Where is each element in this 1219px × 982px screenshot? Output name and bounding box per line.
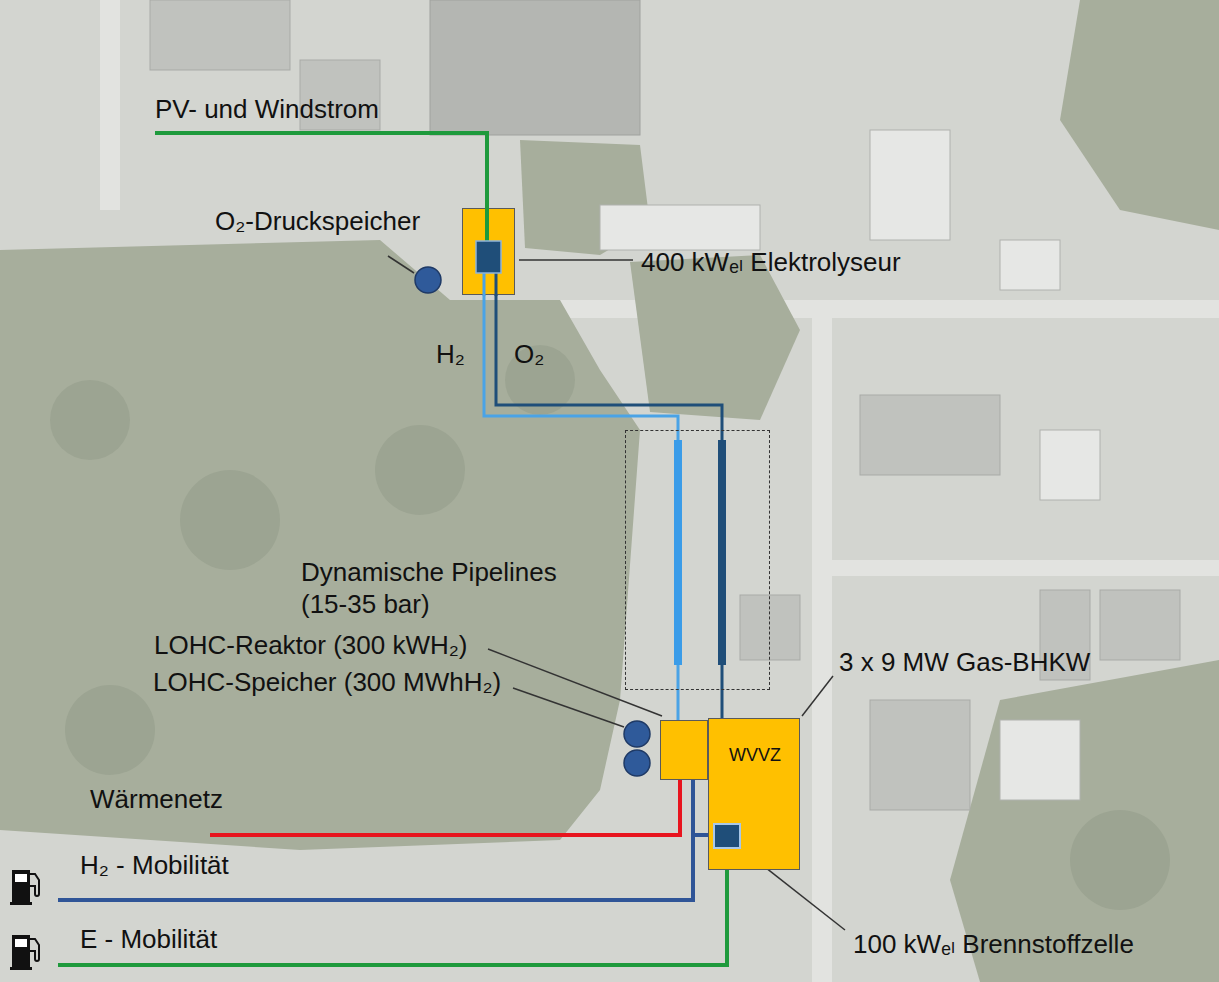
tank-outline <box>413 265 443 295</box>
callout-label: 100 kWₑₗ Brennstoffzelle <box>853 929 1134 961</box>
text-holder: H₂ <box>436 339 465 371</box>
text-holder: O₂-Druckspeicher <box>215 206 420 238</box>
tank-circle <box>624 721 650 747</box>
tree-crown <box>65 685 155 775</box>
leader-line <box>488 649 662 716</box>
pump-icon <box>30 874 39 896</box>
callout-label: 3 x 9 MW Gas-BHKW <box>839 647 1090 679</box>
plain-label: Wärmenetz <box>90 784 223 816</box>
pump-icon <box>15 939 27 947</box>
stack-square <box>476 241 501 273</box>
text-holder: E - Mobilität <box>80 924 217 956</box>
building <box>600 205 760 250</box>
pipeline-connector <box>496 295 722 718</box>
road <box>100 0 120 210</box>
forest <box>0 240 640 850</box>
storage-tanks: LOHC-Speicher (300 MWhH₂) <box>622 720 652 778</box>
pipe-stub <box>495 273 498 296</box>
pump-icon <box>12 870 30 902</box>
building <box>1000 240 1060 290</box>
callout-label: O₂-Druckspeicher <box>215 206 420 238</box>
building <box>150 0 290 70</box>
reactor-box: LOHC-Reaktor (300 kWH₂) <box>660 720 708 780</box>
pipeline-connector <box>484 295 678 720</box>
building <box>870 130 950 240</box>
power-line <box>485 208 489 241</box>
plant-box: WVVZ3 x 9 MW Gas-BHKW100 kWₑₗ Brennstoff… <box>708 718 800 870</box>
forest <box>630 255 800 420</box>
tank-circle <box>415 267 441 293</box>
pump-icon <box>10 902 32 905</box>
pump-icon <box>15 874 27 882</box>
power-line <box>58 848 727 965</box>
callout-label: Dynamische Pipelines (15-35 bar) <box>301 557 586 620</box>
pipe-stub <box>483 273 486 296</box>
building <box>860 395 1000 475</box>
fuel-cell-box: 100 kWₑₗ Brennstoffzelle <box>713 823 741 849</box>
building <box>1000 720 1080 800</box>
forest <box>1060 0 1219 230</box>
pump-icon <box>30 939 39 961</box>
tree-crown <box>1070 810 1170 910</box>
pipe-label: O₂ <box>514 339 544 371</box>
tank-circle <box>624 750 650 776</box>
text-holder: 400 kWₑₗ Elektrolyseur <box>641 247 901 279</box>
electrolyser-box: 400 kWₑₗ Elektrolyseur <box>462 208 515 295</box>
plain-label: H₂ - Mobilität <box>80 850 229 882</box>
leader-line <box>519 259 633 261</box>
pipeline-segment <box>674 440 682 665</box>
pump-icon <box>12 935 30 967</box>
text-holder: Dynamische Pipelines (15-35 bar) <box>301 557 586 620</box>
callout-label: LOHC-Reaktor (300 kWH₂) <box>154 630 468 662</box>
heat-line <box>210 780 680 835</box>
text-holder: WVVZ <box>709 745 801 767</box>
plain-label: E - Mobilität <box>80 924 217 956</box>
tree-crown <box>180 470 280 570</box>
tree-crown <box>50 380 130 460</box>
building <box>740 595 800 660</box>
road <box>832 560 1219 576</box>
text-holder: H₂ - Mobilität <box>80 850 229 882</box>
callout-label: 400 kWₑₗ Elektrolyseur <box>641 247 901 279</box>
building <box>1100 590 1180 660</box>
building <box>430 0 640 135</box>
building <box>870 700 970 810</box>
text-holder: 3 x 9 MW Gas-BHKW <box>839 647 1090 679</box>
text-holder: O₂ <box>514 339 544 371</box>
text-holder: Wärmenetz <box>90 784 223 816</box>
pipeline-frame: Dynamische Pipelines (15-35 bar) <box>625 430 770 690</box>
text-holder: LOHC-Speicher (300 MWhH₂) <box>153 667 501 699</box>
text-holder: LOHC-Reaktor (300 kWH₂) <box>154 630 468 662</box>
pipeline-segment <box>718 440 726 665</box>
building <box>1040 430 1100 500</box>
leader-line <box>388 256 414 273</box>
leader-line <box>513 688 624 727</box>
leader-line <box>802 676 833 716</box>
storage-circle: O₂-Druckspeicher <box>413 265 443 295</box>
plain-label: PV- und Windstrom <box>155 94 379 126</box>
power-line <box>155 133 487 208</box>
tank-outline <box>622 720 652 778</box>
tree-crown <box>375 425 465 515</box>
text-holder: PV- und Windstrom <box>155 94 379 126</box>
box-label: WVVZ <box>729 745 781 767</box>
pipe-label: H₂ <box>436 339 465 371</box>
hydrogen-line <box>58 780 693 900</box>
electrolyser-detail <box>463 209 514 294</box>
callout-label: LOHC-Speicher (300 MWhH₂) <box>153 667 501 699</box>
pump-icon <box>10 967 32 970</box>
text-holder: 100 kWₑₗ Brennstoffzelle <box>853 929 1134 961</box>
road <box>812 300 832 982</box>
